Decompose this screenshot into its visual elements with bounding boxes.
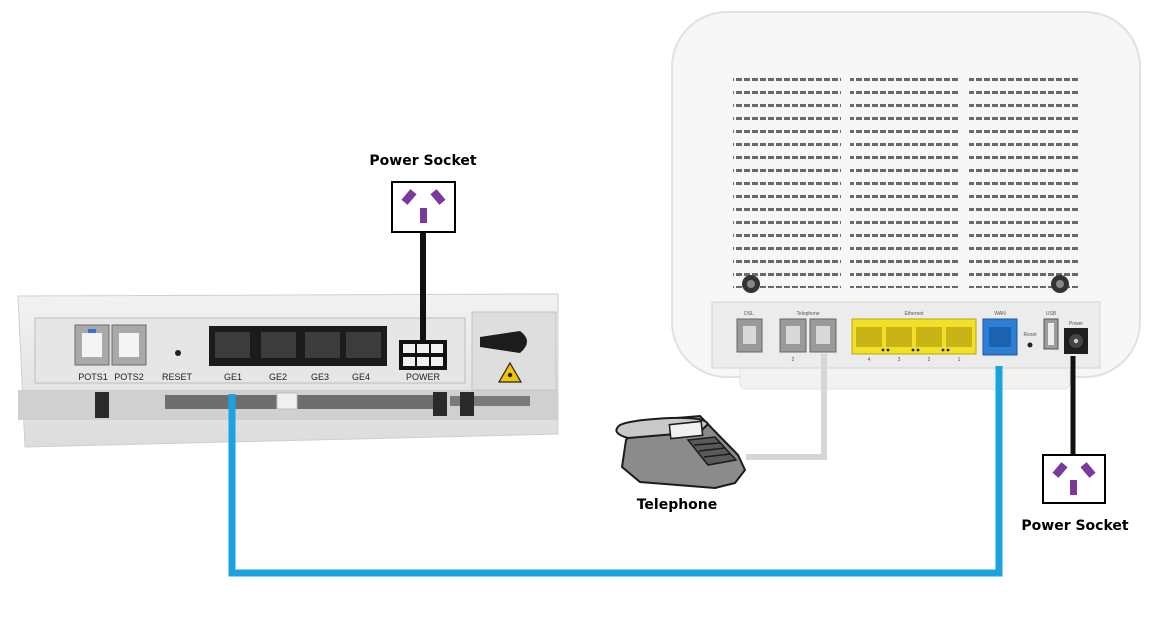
modem-vent-grille <box>733 70 1079 288</box>
power-socket-icon-2 <box>1042 454 1106 504</box>
modem-eth-1-label: 1 <box>958 357 961 363</box>
modem-telephone-label: Telephone <box>796 311 819 317</box>
ont-ge4-label: GE4 <box>352 372 370 382</box>
modem-eth-2-label: 2 <box>928 357 931 363</box>
modem-power-label: Power <box>1069 321 1084 327</box>
power-socket-label-2: Power Socket <box>1021 518 1129 534</box>
modem-reset-label: Reset <box>1023 332 1037 338</box>
ont-pots1-label: POTS1 <box>78 372 108 382</box>
ont-ge3-port[interactable] <box>299 326 346 366</box>
ont-ge1-port[interactable] <box>209 326 256 366</box>
ont-power-port[interactable] <box>399 340 447 370</box>
ont-ge4-port[interactable] <box>340 326 387 366</box>
wan-cable <box>228 366 1003 577</box>
ont-ge1-label: GE1 <box>224 372 242 382</box>
modem-eth-4-label: 4 <box>868 357 871 363</box>
telephone-cable <box>746 354 827 460</box>
modem-telephone-2-label: 2 <box>792 357 795 363</box>
modem: DSL Telephone 2 1 Ethernet 4 3 2 1 WAN <box>671 11 1141 390</box>
laser-warning-icon <box>497 361 523 383</box>
telephone-icon <box>615 414 747 490</box>
telephone-label: Telephone <box>637 497 718 513</box>
ont-pots2-label: POTS2 <box>114 372 144 382</box>
ont-device: POTS1 POTS2 RESET GE1 GE2 GE3 GE4 <box>17 293 559 448</box>
modem-wan-label: WAN <box>994 311 1006 317</box>
modem-reset-button[interactable] <box>1027 342 1033 348</box>
power-socket-label: Power Socket <box>369 153 477 169</box>
power-socket-icon <box>391 181 456 233</box>
modem-eth-3-label: 3 <box>898 357 901 363</box>
modem-ethernet-label: Ethernet <box>905 311 925 317</box>
modem-usb-label: USB <box>1046 311 1057 317</box>
ont-ge2-port[interactable] <box>255 326 302 366</box>
modem-ethernet-ports[interactable] <box>851 318 977 355</box>
ont-ge2-label: GE2 <box>269 372 287 382</box>
ont-reset-button[interactable] <box>175 350 181 356</box>
ont-ge3-label: GE3 <box>311 372 329 382</box>
modem-dsl-label: DSL <box>744 311 754 317</box>
ont-reset-label: RESET <box>162 372 193 382</box>
ont-power-label: POWER <box>406 372 441 382</box>
